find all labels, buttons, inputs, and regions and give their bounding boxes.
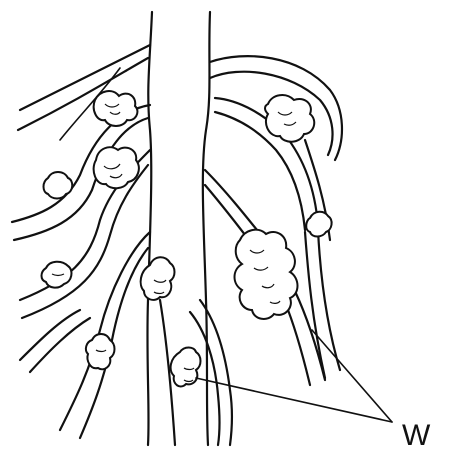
nodule [94,91,138,126]
nodule [265,95,314,142]
nodule [42,262,72,288]
root-nodules [42,91,332,386]
label-pointer-lines [196,330,392,422]
nodule [171,348,201,387]
nodule [235,230,298,319]
nodule [86,334,115,369]
nodule [306,212,331,237]
nodule [141,257,175,300]
nodule [94,147,139,188]
label-w: W [402,419,431,452]
